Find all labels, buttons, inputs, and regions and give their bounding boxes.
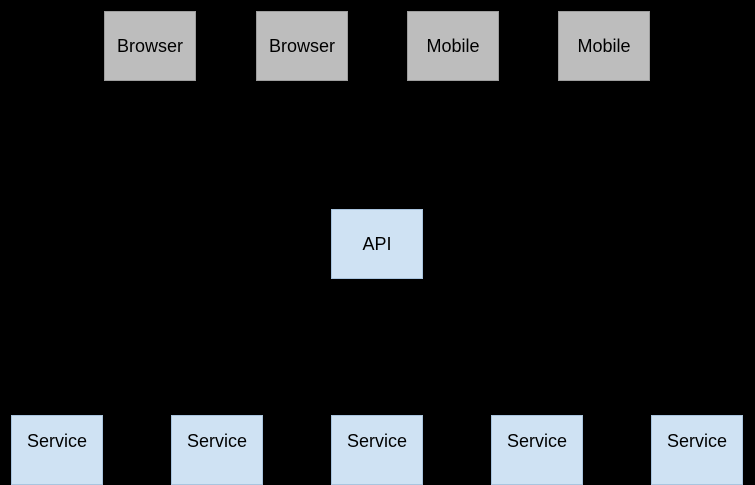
client-node-label: Browser [268,35,335,56]
client-node-mobile: Mobile [407,11,499,81]
client-node-browser: Browser [256,11,348,81]
service-node-label: Service [346,431,408,451]
service-node-label: Service [26,431,88,451]
service-node: Service [331,415,423,485]
client-node-label: Mobile [426,35,480,56]
service-node-label: Service [186,431,248,451]
service-node: Service [171,415,263,485]
service-node: Service [651,415,743,485]
service-node-label: Service [506,431,568,451]
client-node-label: Browser [116,35,183,56]
api-node: API [331,209,423,279]
client-node-mobile: Mobile [558,11,650,81]
service-node: Service [491,415,583,485]
service-node-label: Service [666,431,728,451]
client-node-browser: Browser [104,11,196,81]
service-node: Service [11,415,103,485]
architecture-diagram: Browser Browser Mobile Mobile API Servic… [11,11,743,485]
client-node-label: Mobile [577,35,631,56]
api-node-label: API [362,233,392,254]
